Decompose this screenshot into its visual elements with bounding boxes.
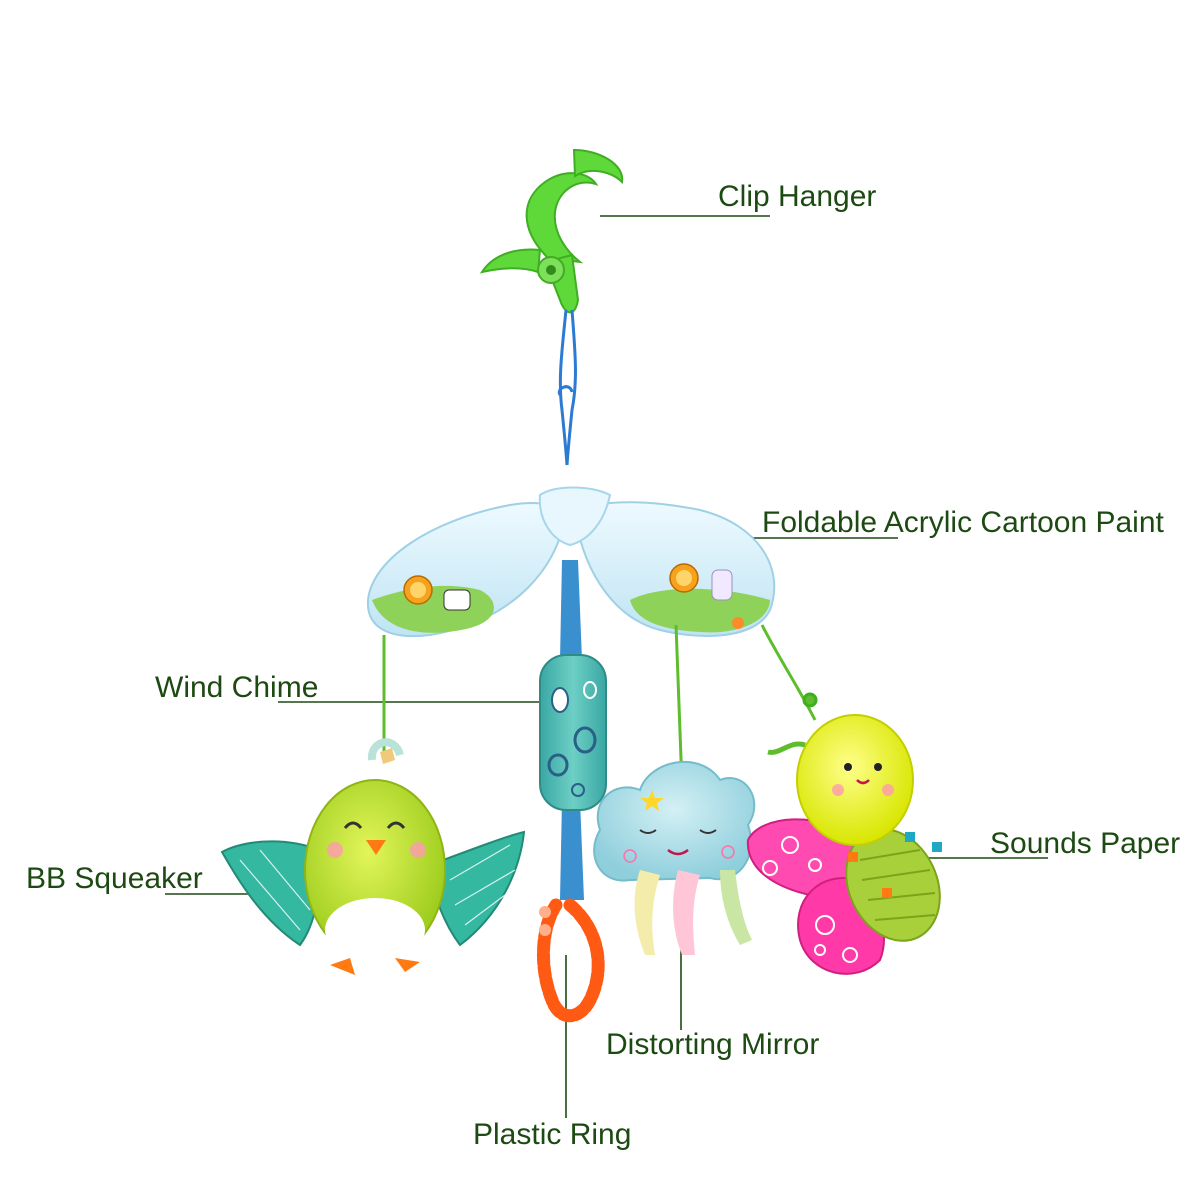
label-foldable-acrylic: Foldable Acrylic Cartoon Paint xyxy=(762,506,1164,539)
label-plastic-ring: Plastic Ring xyxy=(473,1118,632,1151)
label-distorting-mirror: Distorting Mirror xyxy=(606,1028,820,1061)
label-sounds-paper: Sounds Paper xyxy=(990,827,1181,860)
hanging-strap xyxy=(557,309,577,466)
hanging-strings xyxy=(382,624,818,786)
cloud-toy xyxy=(593,761,756,955)
chick-toy xyxy=(220,738,526,975)
wind-chime xyxy=(539,654,607,811)
acrylic-canopy xyxy=(366,486,776,637)
label-bb-squeaker: BB Squeaker xyxy=(26,862,203,895)
label-wind-chime: Wind Chime xyxy=(155,671,319,704)
leader-lines xyxy=(165,215,1048,1118)
label-clip-hanger: Clip Hanger xyxy=(718,180,877,213)
clip-hanger xyxy=(479,148,624,314)
plastic-ring xyxy=(536,898,605,1023)
center-strap xyxy=(560,560,584,900)
bee-toy xyxy=(746,714,942,975)
